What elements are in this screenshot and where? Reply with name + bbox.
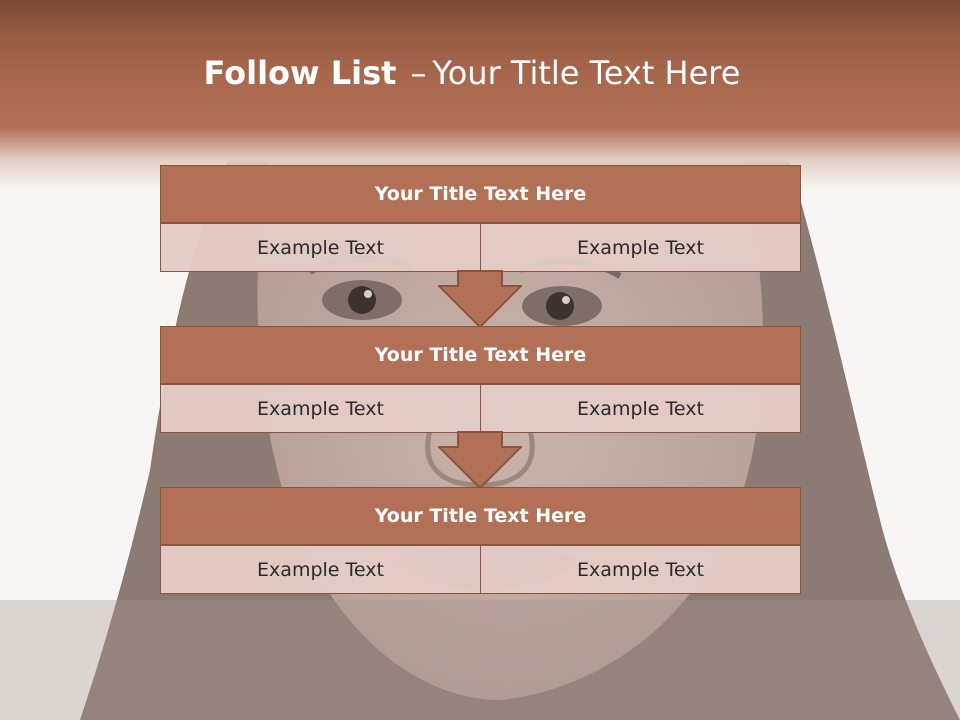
down-arrow-icon <box>438 431 522 489</box>
block-cell-left: Example Text <box>160 545 481 594</box>
slide-title-bold: Follow List <box>203 54 397 92</box>
block-cell-left: Example Text <box>160 384 481 433</box>
slide-title-separator: – <box>410 54 427 92</box>
block-cell-right: Example Text <box>480 545 801 594</box>
slide-title: Follow List–Your Title Text Here <box>0 54 944 92</box>
block-title: Your Title Text Here <box>160 487 801 545</box>
block-row: Example Text Example Text <box>160 223 801 272</box>
list-block-3: Your Title Text Here Example Text Exampl… <box>160 487 801 594</box>
header-band <box>0 0 960 190</box>
block-row: Example Text Example Text <box>160 384 801 433</box>
block-cell-left: Example Text <box>160 223 481 272</box>
block-cell-right: Example Text <box>480 223 801 272</box>
down-arrow-icon <box>438 270 522 328</box>
block-row: Example Text Example Text <box>160 545 801 594</box>
block-cell-right: Example Text <box>480 384 801 433</box>
block-title: Your Title Text Here <box>160 326 801 384</box>
slide-title-rest: Your Title Text Here <box>432 54 741 92</box>
list-block-2: Your Title Text Here Example Text Exampl… <box>160 326 801 433</box>
list-block-1: Your Title Text Here Example Text Exampl… <box>160 165 801 272</box>
block-title: Your Title Text Here <box>160 165 801 223</box>
